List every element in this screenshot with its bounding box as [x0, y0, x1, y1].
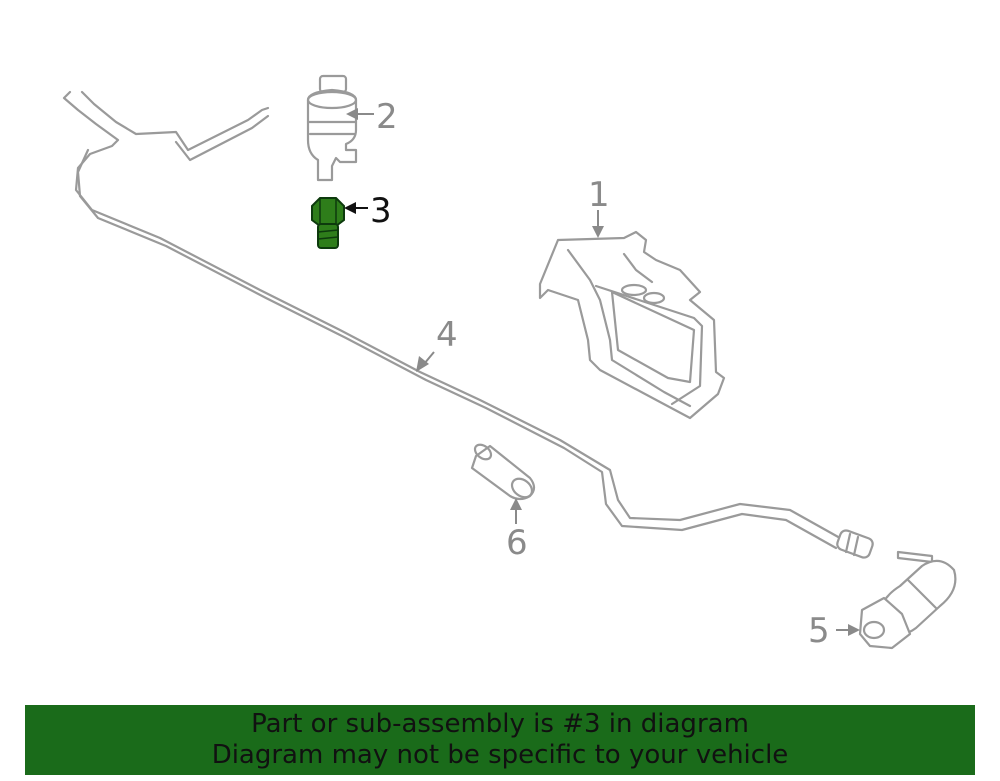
callout-arrow-5 [836, 624, 860, 636]
callout-5[interactable]: 5 [808, 611, 830, 651]
pump-part-2[interactable] [306, 74, 358, 182]
callout-arrow-2 [346, 108, 374, 120]
callout-4[interactable]: 4 [436, 315, 458, 355]
callout-1[interactable]: 1 [588, 175, 610, 215]
callout-arrow-4 [416, 351, 435, 372]
banner-line-1: Part or sub-assembly is #3 in diagram [251, 709, 749, 739]
banner-line-2: Diagram may not be specific to your vehi… [211, 740, 789, 770]
parts-diagram: 1 2 3 4 5 6 [62, 74, 957, 651]
bolt-part-3[interactable] [311, 197, 345, 249]
hose-part-4[interactable] [62, 90, 874, 559]
cap-part-6[interactable] [470, 442, 536, 501]
nozzle-part-5[interactable] [858, 550, 957, 650]
callout-3[interactable]: 3 [370, 191, 392, 231]
callout-arrow-3 [344, 202, 368, 214]
callout-arrow-1 [592, 210, 604, 238]
callout-arrow-6 [510, 498, 522, 524]
info-banner: Part or sub-assembly is #3 in diagram Di… [25, 705, 975, 775]
callout-6[interactable]: 6 [506, 523, 528, 563]
reservoir-part-1[interactable] [538, 230, 726, 420]
callout-2[interactable]: 2 [376, 97, 398, 137]
